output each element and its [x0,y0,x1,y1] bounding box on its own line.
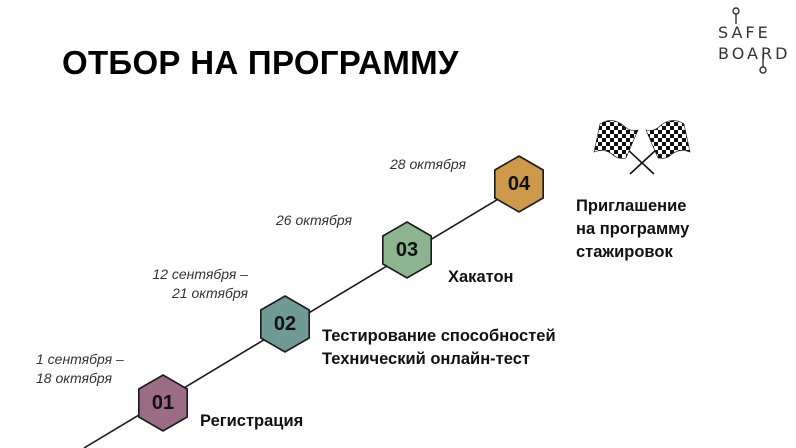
step-03-date: 26 октября [276,212,352,228]
step-02-number: 02 [273,313,297,335]
logo-circuit-icon [732,7,767,74]
step-04-label-line1: Приглашение [576,197,687,215]
step-02-label-line2: Технический онлайн-тест [322,350,530,368]
step-02-date-line1: 12 сентября – [152,266,248,282]
step-04-hexagon [493,155,545,213]
step-02-hexagon [259,295,311,353]
step-02-label: Тестирование способностей Технический он… [322,325,556,371]
step-01-hexagon [138,374,188,432]
step-04-label-line3: стажировок [576,243,673,261]
step-03-number: 03 [395,239,419,261]
step-03-label: Хакатон [448,268,514,286]
step-04-date: 28 октября [390,156,466,172]
logo-text-safe: SAFE [718,23,771,42]
step-01-date: 1 сентября – 18 октября [36,350,124,388]
step-01-label: Регистрация [200,412,304,430]
safeboard-logo: SAFE BOARD [716,4,787,84]
step-01-number: 01 [151,392,175,414]
step-04-number: 04 [507,173,531,195]
step-03-hexagon [381,221,433,279]
logo-text-board: BOARD [718,44,791,63]
step-01-date-line1: 1 сентября – [36,351,124,367]
step-02-date: 12 сентября – 21 октября [126,265,248,303]
step-02-label-line1: Тестирование способностей [322,327,556,345]
step-04-label-line2: на программу [576,220,690,238]
page-title: ОТБОР НА ПРОГРАММУ [62,44,459,81]
crossed-checkered-flags-icon [593,120,691,175]
step-02-date-line2: 21 октября [172,285,248,301]
step-04-label: Приглашение на программу стажировок [576,195,689,264]
step-01-date-line2: 18 октября [36,370,112,386]
